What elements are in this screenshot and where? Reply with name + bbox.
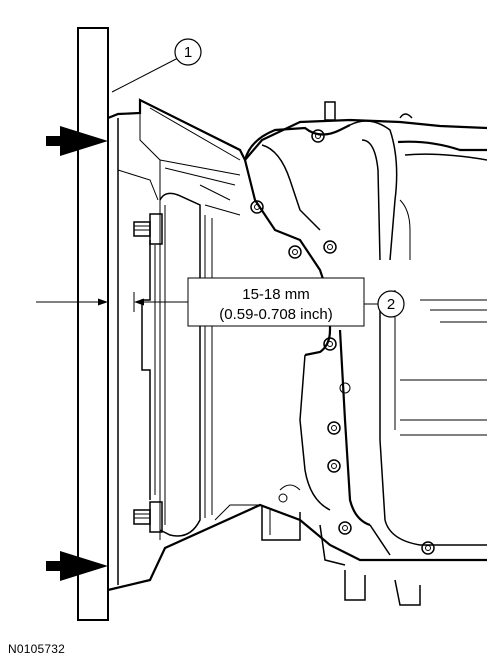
engine-block-drawing [107,98,487,606]
stud-lower [133,501,163,533]
measurement-inch: (0.59-0.708 inch) [219,306,332,323]
measurement-mm: 15-18 mm [242,286,310,303]
callout-1: 1 [111,38,202,93]
press-arrow-upper [46,126,108,156]
straightedge [77,27,109,621]
bolt-heads [250,129,435,555]
measurement-label-box: 15-18 mm (0.59-0.708 inch) [187,277,365,327]
dimension-line [36,292,192,312]
stud-upper [133,213,163,245]
callout-1-number: 1 [184,44,192,61]
callout-2-number: 2 [387,296,395,313]
callout-2: 2 [364,290,405,318]
press-arrow-lower [46,551,108,581]
figure-id: N0105732 [8,642,65,656]
